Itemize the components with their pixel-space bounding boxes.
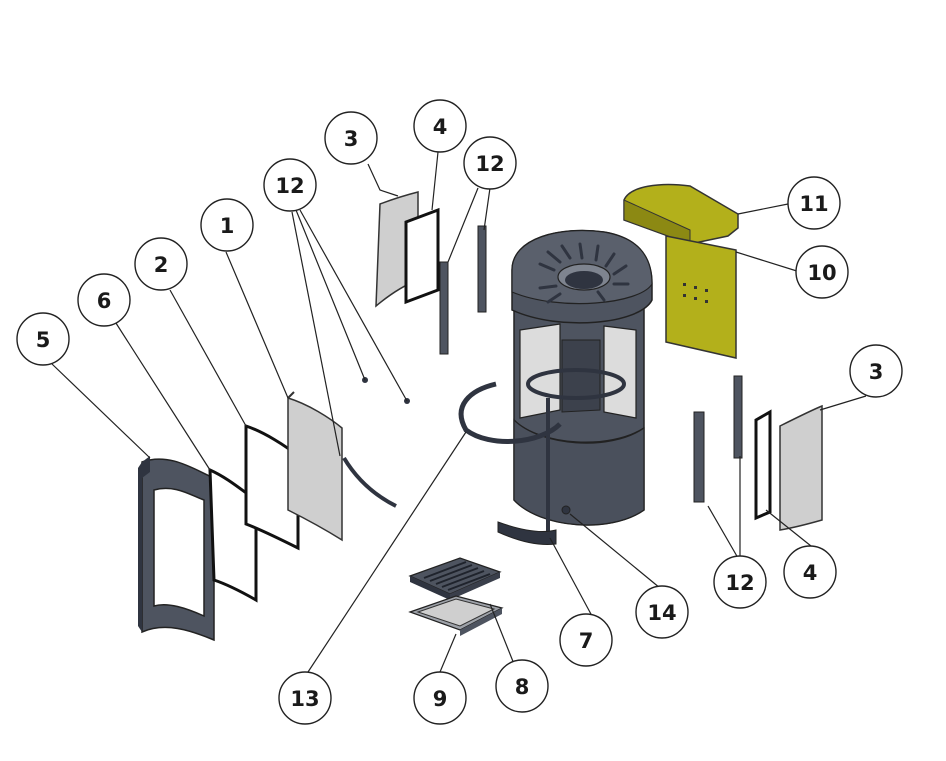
- leader-lines: [51, 151, 867, 673]
- svg-text:12: 12: [475, 152, 504, 176]
- svg-text:11: 11: [799, 192, 828, 216]
- part-baffle-plate: [623, 183, 739, 245]
- callout-10: 10: [795, 245, 849, 299]
- part-door-frame: [138, 456, 215, 642]
- part-side-strips-left: [439, 225, 487, 355]
- callout-12-top: 12: [463, 136, 517, 190]
- svg-text:5: 5: [36, 328, 51, 352]
- part-stove-body: [511, 229, 653, 540]
- callout-12-right: 12: [713, 555, 767, 609]
- callout-9: 9: [413, 671, 467, 725]
- svg-text:14: 14: [647, 601, 676, 625]
- svg-text:8: 8: [515, 675, 530, 699]
- part-air-rod: [458, 381, 562, 444]
- part-ash-pan: [408, 595, 504, 636]
- svg-text:6: 6: [97, 289, 112, 313]
- svg-text:3: 3: [344, 127, 359, 151]
- part-clips: [342, 377, 410, 508]
- callout-11: 11: [787, 176, 841, 230]
- callout-1: 1: [200, 198, 254, 252]
- callout-4-right: 4: [783, 545, 837, 599]
- callout-8: 8: [495, 659, 549, 713]
- part-door-glass: [287, 391, 343, 542]
- svg-text:13: 13: [290, 687, 319, 711]
- svg-text:7: 7: [579, 629, 594, 653]
- callouts: 1 2 3 3 4 4 5 6 7 8 9 10 11 12 12 12 13 …: [16, 99, 903, 725]
- part-side-gasket-left: [404, 207, 440, 305]
- svg-text:12: 12: [725, 571, 754, 595]
- svg-text:2: 2: [154, 253, 169, 277]
- callout-6: 6: [77, 273, 131, 327]
- part-side-glass-right: [779, 404, 823, 531]
- svg-text:10: 10: [807, 261, 836, 285]
- callout-2: 2: [134, 237, 188, 291]
- svg-text:4: 4: [433, 115, 448, 139]
- callout-3-top: 3: [324, 111, 378, 165]
- callout-5: 5: [16, 312, 70, 366]
- part-side-gasket-right: [754, 409, 772, 521]
- callout-12-top-left: 12: [263, 158, 317, 212]
- part-ash-lip: [497, 521, 557, 545]
- callout-7: 7: [559, 613, 613, 667]
- svg-text:12: 12: [275, 174, 304, 198]
- callout-3-right: 3: [849, 344, 903, 398]
- callout-13: 13: [278, 671, 332, 725]
- svg-text:9: 9: [433, 687, 448, 711]
- part-side-strips-right: [693, 375, 743, 503]
- svg-text:3: 3: [869, 360, 884, 384]
- svg-text:4: 4: [803, 561, 818, 585]
- part-inner-gasket: [244, 423, 300, 551]
- part-back-panel: [665, 235, 737, 359]
- part-grate: [408, 557, 502, 600]
- callout-14: 14: [635, 585, 689, 639]
- callout-4-top: 4: [413, 99, 467, 153]
- svg-text:1: 1: [220, 214, 235, 238]
